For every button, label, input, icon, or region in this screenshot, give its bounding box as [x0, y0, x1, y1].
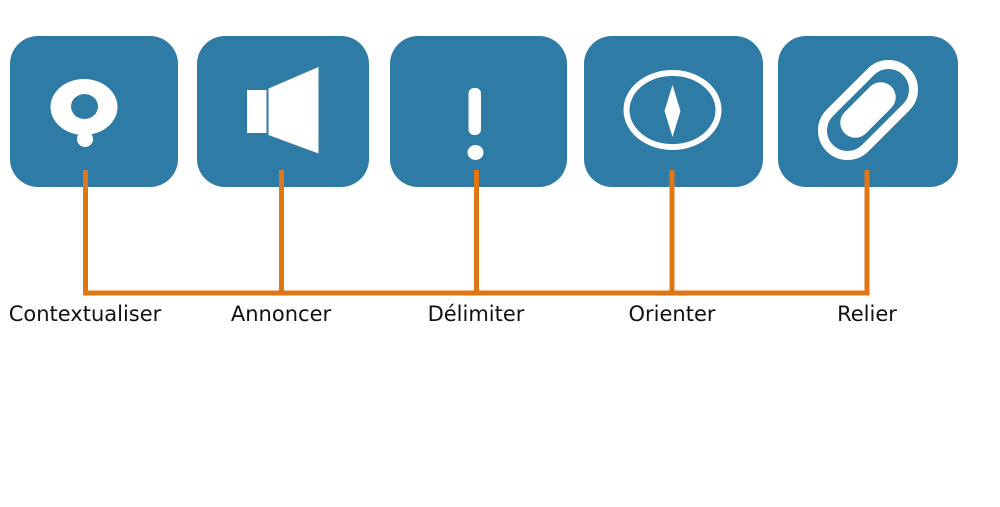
link-icon — [817, 59, 919, 161]
label-delimiter: Délimiter — [427, 302, 525, 326]
tile-relier — [778, 36, 958, 187]
speaker-icon — [247, 67, 319, 154]
tile-contextualiser — [10, 36, 178, 187]
compass-icon — [623, 70, 722, 150]
tile-orienter — [584, 36, 763, 187]
tile-annoncer — [197, 36, 369, 187]
label-annoncer: Annoncer — [230, 302, 332, 326]
tile-delimiter — [390, 36, 567, 187]
label-relier: Relier — [837, 302, 897, 326]
exclamation-icon — [467, 88, 484, 160]
label-orienter: Orienter — [628, 302, 716, 326]
location-marker-icon — [50, 79, 118, 147]
label-contextualiser: Contextualiser — [8, 302, 162, 326]
